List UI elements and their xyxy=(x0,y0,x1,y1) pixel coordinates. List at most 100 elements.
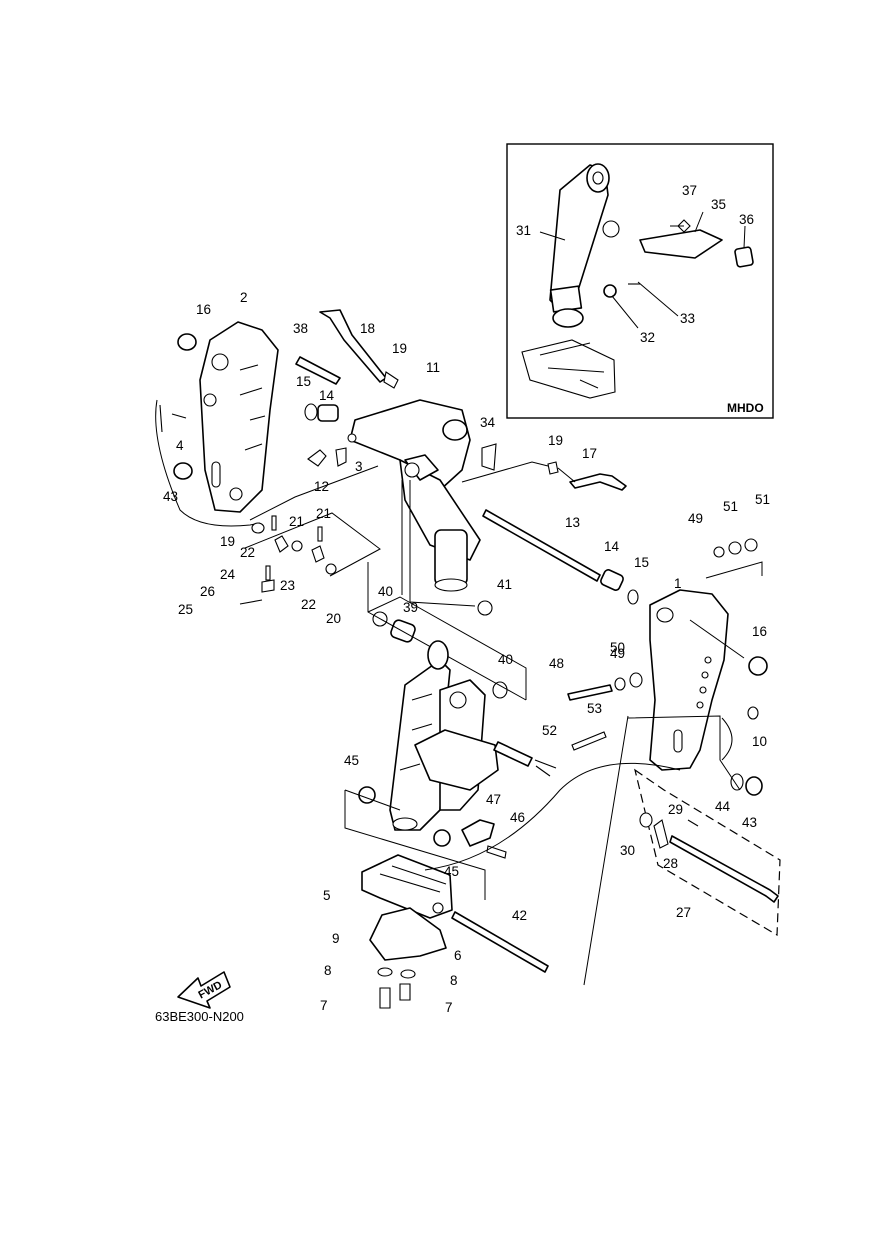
washer-44 xyxy=(730,773,744,791)
callout-label: 21 xyxy=(289,514,304,529)
nut-16-left xyxy=(177,333,197,351)
callout-label: 34 xyxy=(480,415,496,430)
bushing-19-right xyxy=(547,461,559,475)
callout-label: 14 xyxy=(604,539,620,554)
callout-label: 46 xyxy=(510,810,525,825)
callout-label: 40 xyxy=(498,652,513,667)
callout-label: 3 xyxy=(355,459,363,474)
callout-label: 33 xyxy=(680,311,695,326)
spring-52 xyxy=(493,741,533,767)
callout-label: 51 xyxy=(723,499,738,514)
callout-label: 38 xyxy=(293,321,308,336)
callout-label: 4 xyxy=(176,438,184,453)
drawing-code: 63BE300-N200 xyxy=(155,1009,244,1024)
linkage-group-outline xyxy=(634,768,781,937)
callout-label: 24 xyxy=(220,567,236,582)
callout-label: 16 xyxy=(196,302,211,317)
callout-label: 7 xyxy=(320,998,328,1013)
power-trim-tilt-unit xyxy=(389,640,499,831)
callout-label: 12 xyxy=(314,479,329,494)
callout-label: 35 xyxy=(711,197,726,212)
bolt-46 xyxy=(486,845,507,859)
clip-22-left xyxy=(274,535,289,553)
bolt-10 xyxy=(747,706,759,720)
callout-label: 1 xyxy=(674,576,682,591)
washer-15-left xyxy=(304,403,318,421)
callout-label: 25 xyxy=(178,602,193,617)
callout-label: 19 xyxy=(392,341,407,356)
bushing-40-right xyxy=(492,681,508,699)
bolt-7-right xyxy=(399,983,411,1001)
callout-label: 23 xyxy=(280,578,295,593)
callout-label: 21 xyxy=(316,506,331,521)
bolt-4 xyxy=(171,413,187,419)
washer-49 xyxy=(713,546,725,558)
nut-43-left xyxy=(173,462,193,480)
bushing-14-left xyxy=(317,404,339,422)
callout-label: 10 xyxy=(752,734,767,749)
lever-17 xyxy=(569,473,627,491)
callout-label: 17 xyxy=(582,446,597,461)
callout-label: 49 xyxy=(610,646,625,661)
nut-43-right xyxy=(745,776,763,796)
clamp-bracket-left xyxy=(199,321,279,513)
callout-label: 28 xyxy=(663,856,678,871)
plate-26 xyxy=(261,579,275,593)
lever-18 xyxy=(319,309,387,383)
callout-label: 6 xyxy=(454,948,462,963)
spring-pin-left xyxy=(159,404,163,433)
bushing-45-top xyxy=(358,786,376,804)
wire-leads xyxy=(534,759,557,777)
callout-label: 7 xyxy=(445,1000,453,1015)
callout-label: 2 xyxy=(240,290,248,305)
clamp-block-6 xyxy=(369,907,447,961)
plate-28 xyxy=(653,819,669,849)
callout-label: 22 xyxy=(240,545,255,560)
callout-label: 20 xyxy=(326,611,341,626)
washer-15-right xyxy=(627,589,639,605)
callout-label: 9 xyxy=(332,931,340,946)
callout-labels: 1 2 3 4 5 6 7 7 8 8 9 10 11 12 13 14 14 … xyxy=(163,183,770,1015)
callout-label: 37 xyxy=(682,183,697,198)
ring-41 xyxy=(477,600,493,616)
bolt-7-left xyxy=(379,987,391,1009)
callout-label: 8 xyxy=(324,963,332,978)
collar-32 xyxy=(603,284,617,298)
swivel-bracket xyxy=(347,399,481,592)
bracket-47 xyxy=(461,819,495,847)
callout-label: 22 xyxy=(301,597,316,612)
washer-51b xyxy=(744,538,758,552)
washer-8-right xyxy=(400,969,416,979)
callout-label: 50 xyxy=(610,640,625,655)
bolt-48 xyxy=(567,684,613,701)
washer-50 xyxy=(629,672,643,688)
washer-51a xyxy=(728,541,742,555)
spring-24 xyxy=(265,565,271,581)
bushing-14-right xyxy=(600,569,624,591)
callout-label: 44 xyxy=(715,799,731,814)
callout-label: 51 xyxy=(755,492,770,507)
callout-label: 49 xyxy=(688,511,703,526)
spring-21-left xyxy=(271,515,277,531)
callout-label: 16 xyxy=(752,624,767,639)
bolt-25 xyxy=(239,599,263,605)
callout-label: 13 xyxy=(565,515,580,530)
callout-label: 29 xyxy=(668,802,683,817)
manual-lever-bracket xyxy=(639,229,723,259)
fwd-arrow-icon: FWD xyxy=(177,971,231,1009)
callout-label: 32 xyxy=(640,330,655,345)
callout-label: 30 xyxy=(620,843,635,858)
clamp-block-5 xyxy=(361,854,453,919)
washer-49-lower xyxy=(614,677,626,691)
callout-label: 43 xyxy=(742,815,757,830)
callout-label: 31 xyxy=(516,223,531,238)
nut-20 xyxy=(325,563,337,575)
pin-23 xyxy=(291,540,303,552)
callout-label: 45 xyxy=(344,753,359,768)
callout-label: 27 xyxy=(676,905,691,920)
callout-label: 11 xyxy=(426,360,440,375)
callout-label: 36 xyxy=(739,212,754,227)
callout-label: 53 xyxy=(587,701,602,716)
shaft-13 xyxy=(482,509,601,582)
